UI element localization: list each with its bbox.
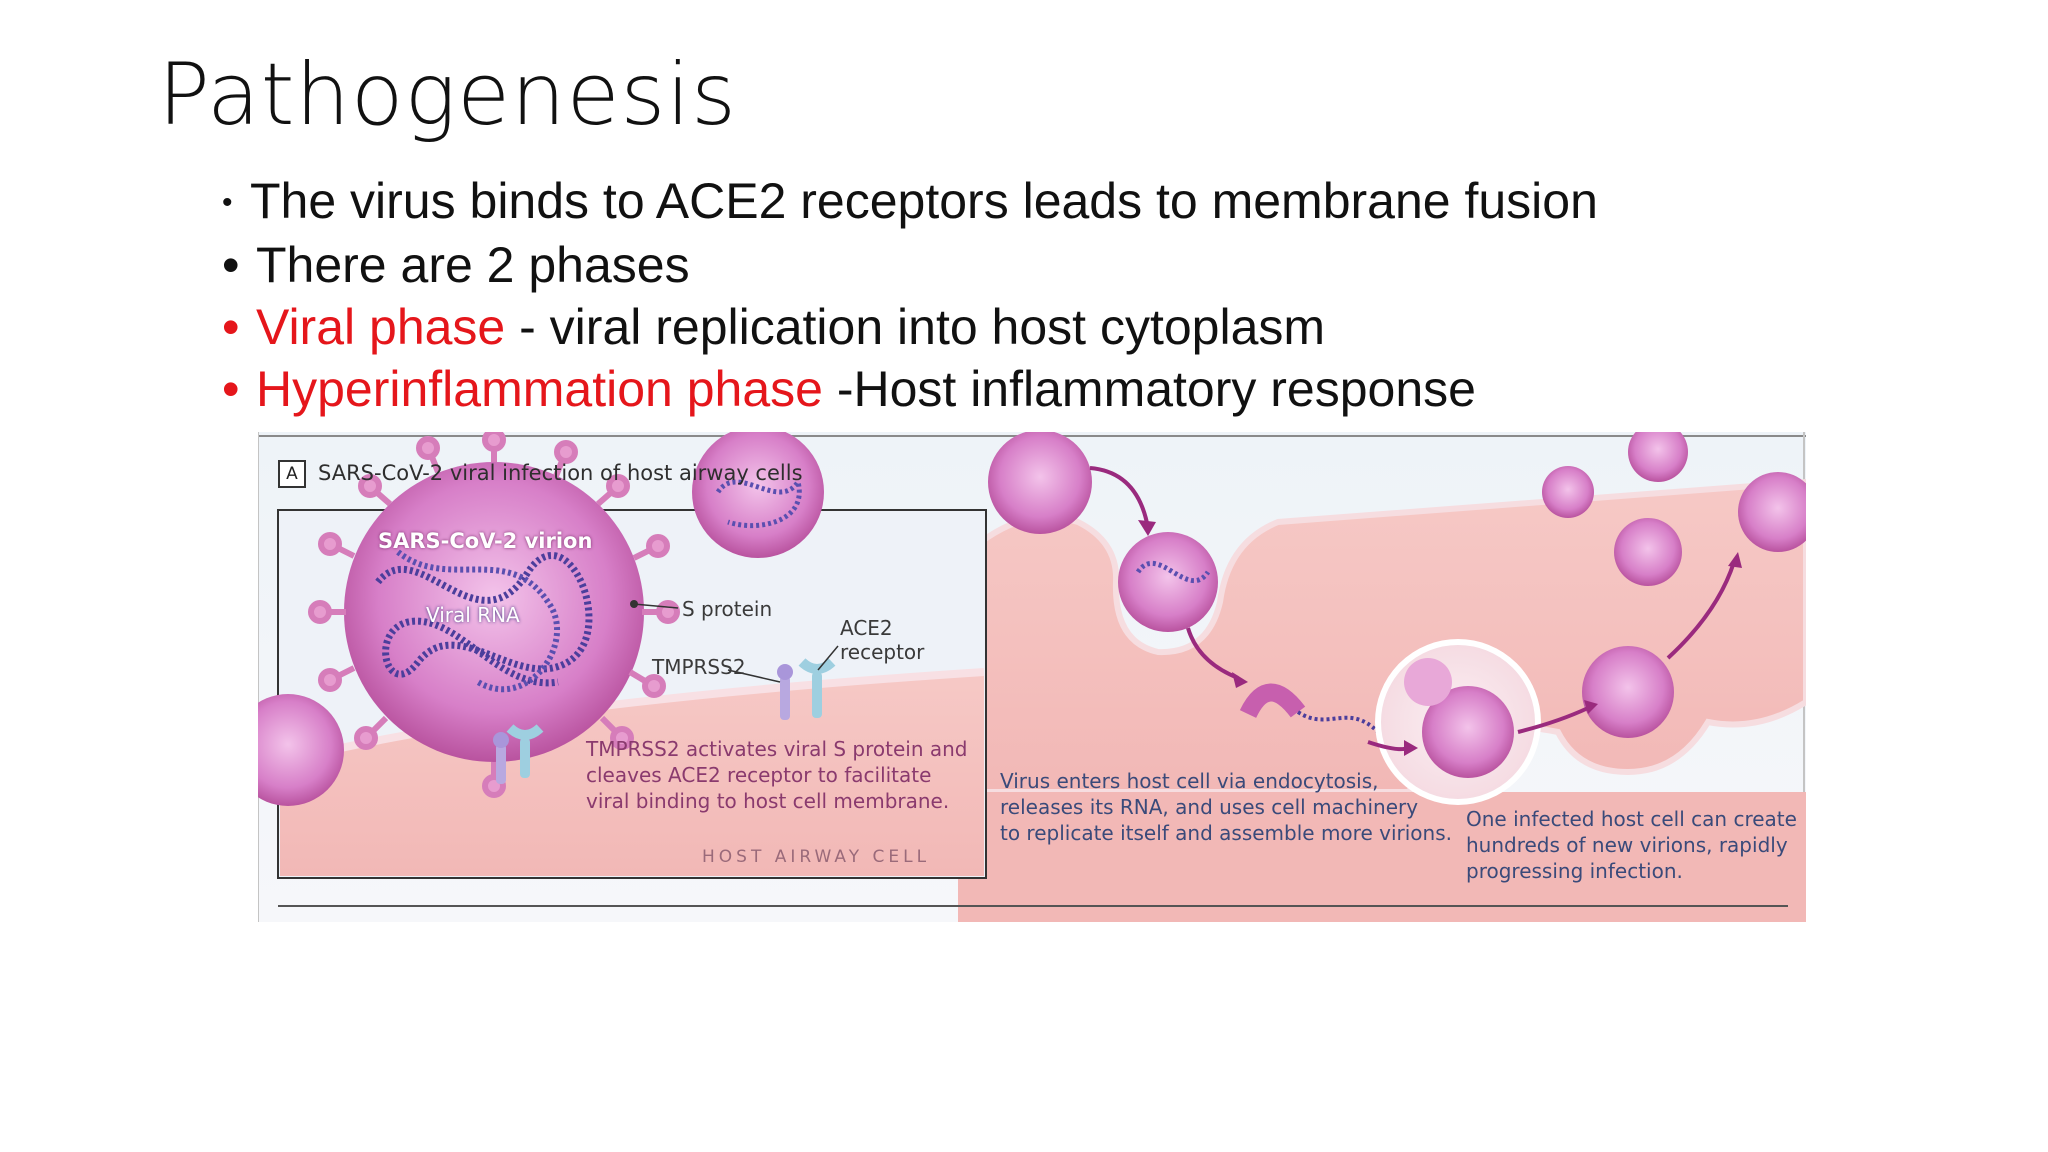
bullet-text: - viral replication into host cytoplasm	[505, 299, 1326, 355]
bullet-text: There are 2 phases	[256, 237, 690, 293]
bullet-marker: •	[222, 299, 240, 355]
bullet-item: • There are 2 phases	[222, 234, 1862, 296]
label-host-airway-cell: HOST AIRWAY CELL	[702, 847, 931, 867]
label-tmprss2: TMPRSS2	[652, 655, 746, 679]
caption-tmprss2-action: TMPRSS2 activates viral S protein and cl…	[586, 737, 968, 813]
label-viral-rna: Viral RNA	[426, 603, 520, 627]
bullet-item: • Viral phase - viral replication into ho…	[222, 296, 1862, 358]
bullet-text: The virus binds to ACE2 receptors leads …	[250, 173, 1598, 229]
panel-letter: A	[278, 460, 306, 488]
bullet-list: •The virus binds to ACE2 receptors leads…	[222, 170, 1862, 420]
label-s-protein: S protein	[682, 597, 773, 621]
bullet-marker: •	[222, 237, 240, 293]
bullet-item: • Hyperinflammation phase -Host inflammat…	[222, 358, 1862, 420]
figure-heading: SARS-CoV-2 viral infection of host airwa…	[318, 461, 803, 485]
bullet-marker: •	[222, 186, 233, 219]
bullet-lead: Hyperinflammation phase	[256, 361, 823, 417]
tmprss2-icon	[777, 664, 793, 720]
bullet-lead: Viral phase	[256, 299, 506, 355]
caption-endocytosis: Virus enters host cell via endocytosis, …	[1000, 769, 1452, 845]
bullet-item: • The virus binds to ACE2 receptors leads…	[222, 170, 1862, 234]
slide-title: Pathogenesis	[158, 45, 737, 145]
infection-illustration: A SARS-CoV-2 viral infection of host air…	[258, 432, 1806, 922]
label-virion: SARS-CoV-2 virion	[378, 529, 593, 553]
label-ace2-receptor: ACE2 receptor	[840, 616, 925, 664]
bullet-marker: •	[222, 361, 240, 417]
bullet-text: -Host inflammatory response	[822, 361, 1476, 417]
virion-icon	[308, 432, 680, 798]
ace2-receptor-icon	[798, 658, 836, 718]
caption-spread: One infected host cell can create hundre…	[1466, 807, 1797, 883]
illustration-artwork	[258, 432, 1806, 922]
